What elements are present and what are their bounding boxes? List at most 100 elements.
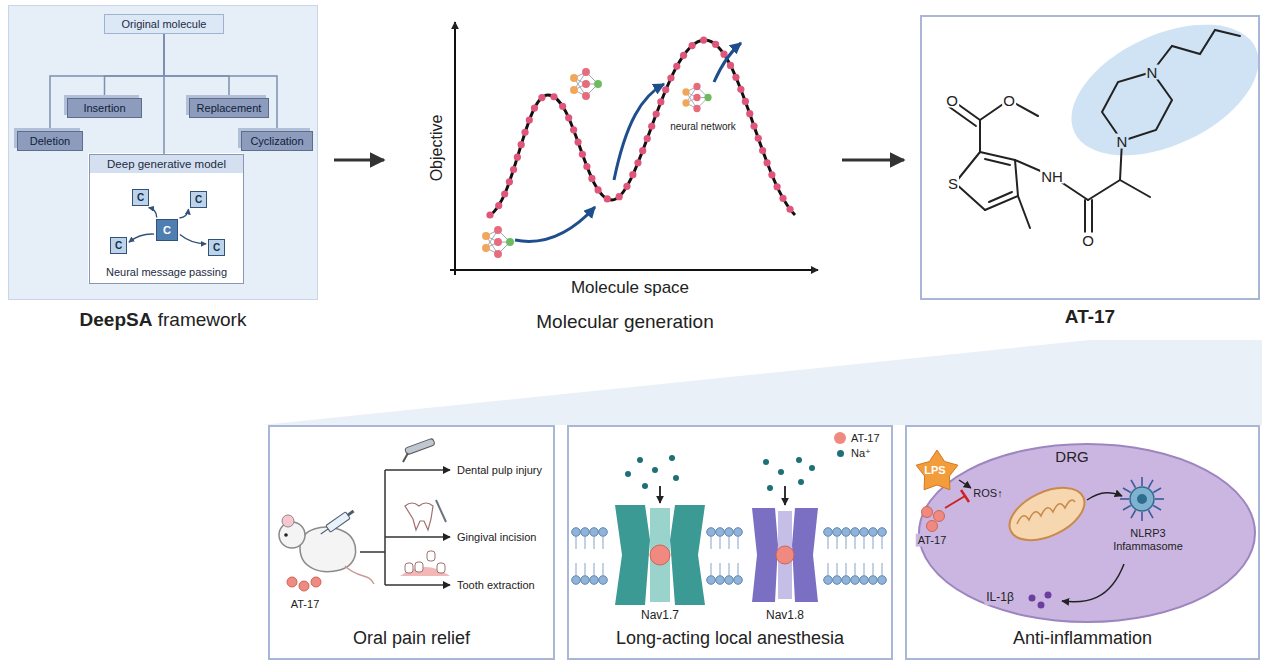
cell-membrane-line xyxy=(602,537,603,549)
sample-dots-circle xyxy=(667,74,674,81)
drg-cell-art-g-line xyxy=(961,490,969,502)
at17-dots xyxy=(922,507,945,532)
cell-membrane-circle xyxy=(824,576,833,585)
sodium-channels-path xyxy=(792,508,818,602)
cell-membrane-circle xyxy=(869,528,878,537)
mouse-figure xyxy=(279,508,374,591)
legend-swatch xyxy=(837,450,844,457)
effect-panel: Long-acting local anesthesia xyxy=(567,425,893,660)
sample-dots-circle xyxy=(750,122,757,129)
mouse-figure-path xyxy=(345,566,374,584)
cell-membrane-line xyxy=(719,563,720,575)
sample-dots-circle xyxy=(700,36,707,43)
sodium-channels-g-circle xyxy=(798,479,804,485)
inflammasome-g-line xyxy=(1131,480,1136,488)
sample-dots-circle xyxy=(639,147,646,154)
sample-dots-circle xyxy=(616,193,623,200)
sample-dots-circle xyxy=(506,178,513,185)
sodium-channels-path xyxy=(752,508,778,602)
objective-chart-path xyxy=(714,43,741,82)
sample-dots-circle xyxy=(673,63,680,70)
sample-dots-circle xyxy=(574,138,581,145)
sodium-channels-g-circle xyxy=(778,469,784,475)
dental-icons-rect xyxy=(437,563,445,573)
at17-structure xyxy=(948,0,1267,236)
node-title: Original molecule xyxy=(122,18,207,30)
mouse-figure-g-line xyxy=(321,529,328,534)
inflammasome-label: NLRP3 Infammasome xyxy=(1104,527,1192,552)
node-title: Deep generative model xyxy=(90,155,243,173)
at17-structure-g-line xyxy=(1084,200,1086,236)
sample-dots-circle xyxy=(486,211,493,218)
legend-text: AT-17 xyxy=(851,432,880,444)
objective-chart-line xyxy=(450,269,818,271)
at17-structure-g-polyline xyxy=(1152,30,1240,72)
panel-heading: AT-17 xyxy=(922,306,1258,328)
cell-membrane-line xyxy=(827,563,828,575)
cell-membrane-line xyxy=(881,537,882,549)
node-title: Oral pain relief xyxy=(353,628,470,649)
sample-dots-circle xyxy=(594,186,601,193)
mouse-figure-path xyxy=(300,527,356,571)
model-label: Tooth extraction xyxy=(455,579,537,592)
sodium-channels-line xyxy=(659,486,661,503)
cell-membrane-line xyxy=(836,563,837,575)
sample-dots-circle xyxy=(764,159,771,166)
sample-dots-circle xyxy=(550,93,557,100)
cell-membrane-line xyxy=(584,563,585,575)
drg-cell-art-g-path xyxy=(1062,564,1124,602)
sodium-channels-g-circle xyxy=(652,467,658,473)
at17-dots-circle xyxy=(927,521,938,532)
at17-structure-g-line xyxy=(948,106,976,126)
sample-dots-circle xyxy=(583,163,590,170)
atom-node: C xyxy=(208,239,225,256)
objective-chart-path xyxy=(490,40,795,215)
inflammasome xyxy=(1120,477,1164,521)
drug-label: AT-17 xyxy=(289,598,322,611)
mitochondrion-ellipse xyxy=(1001,477,1092,551)
cell-membrane-circle xyxy=(725,576,734,585)
cell-membrane-circle xyxy=(725,528,734,537)
node-title: Cyclization xyxy=(250,135,303,147)
sodium-channels-rect xyxy=(650,508,670,602)
cell-membrane-circle xyxy=(842,576,851,585)
at17-structure-g-line xyxy=(1091,200,1093,236)
sample-dots-circle xyxy=(531,104,538,111)
cell-membrane-line xyxy=(719,537,720,549)
cell-membrane-line xyxy=(593,563,594,575)
cell-membrane-circle xyxy=(734,528,743,537)
mouse-figure-circle xyxy=(311,577,321,587)
dental-icons-path xyxy=(405,503,433,530)
drug-label: AT-17 xyxy=(916,534,949,547)
dental-icons-line xyxy=(403,453,408,462)
cell-membrane-line xyxy=(854,563,855,575)
inflammasome-g-line xyxy=(1120,498,1129,500)
inflammasome-g-line xyxy=(1153,488,1161,493)
message-arrow xyxy=(129,234,154,242)
drg-cell: DRG xyxy=(917,442,1257,624)
objective-chart-use xyxy=(570,68,602,100)
sodium-channels-g xyxy=(625,455,815,491)
objective-chart xyxy=(450,22,818,275)
atom-label: O xyxy=(1081,233,1095,248)
il1b-dots-circle xyxy=(1038,602,1045,609)
il1b-dots-circle xyxy=(1045,592,1052,599)
model-label: Gingival incision xyxy=(455,531,538,544)
sample-dots-circle xyxy=(604,195,611,202)
drg-cell-art xyxy=(917,442,1257,624)
cell-membrane-circle xyxy=(581,528,590,537)
cell-membrane-line xyxy=(737,563,738,575)
objective-chart-path xyxy=(614,84,664,180)
cell-membrane-circle xyxy=(707,576,716,585)
il1b-dots-circle xyxy=(1029,595,1036,602)
sodium-channels-g-circle xyxy=(673,475,679,481)
panel-grounds xyxy=(8,5,318,300)
cell-membrane-line xyxy=(845,537,846,549)
at17-structure-g-line xyxy=(1088,180,1120,200)
node-subtitle: Neural message passing xyxy=(90,266,243,283)
sample-dots-circle xyxy=(779,195,786,202)
message-arrow xyxy=(179,209,188,218)
sample-dots-circle xyxy=(623,183,630,190)
drg-cell-art-g xyxy=(916,450,1164,609)
